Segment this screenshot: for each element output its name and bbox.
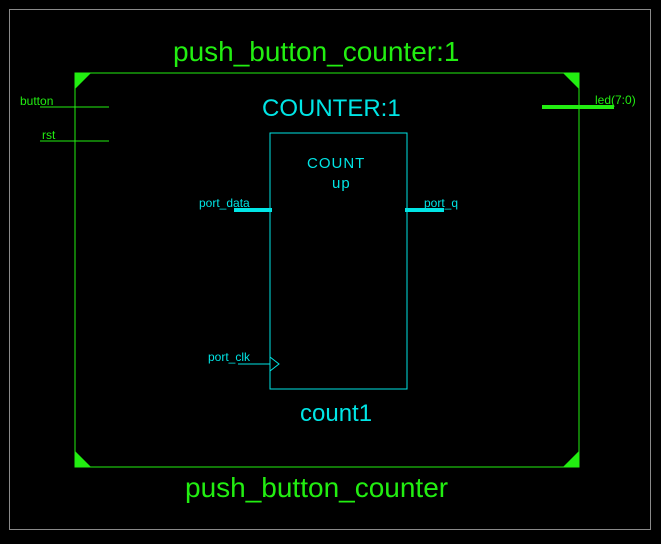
counter-instance-label: COUNTER:1 bbox=[262, 95, 401, 122]
top-module-label: push_button_counter bbox=[185, 472, 449, 503]
port-clk-label[interactable]: port_clk bbox=[208, 350, 251, 364]
led-port-label[interactable]: led(7:0) bbox=[595, 93, 636, 107]
corner-marker-bottom-left bbox=[75, 451, 91, 467]
counter-cell-name: count1 bbox=[300, 400, 373, 427]
counter-block[interactable] bbox=[269, 132, 408, 390]
rst-port-label[interactable]: rst bbox=[42, 128, 56, 142]
corner-marker-top-right bbox=[563, 73, 579, 89]
counter-function-label: COUNT bbox=[307, 155, 366, 172]
port-data-label[interactable]: port_data bbox=[199, 196, 250, 210]
corner-marker-bottom-right bbox=[563, 451, 579, 467]
button-port-label[interactable]: button bbox=[20, 94, 54, 108]
corner-marker-top-left bbox=[75, 73, 91, 89]
port-q-label[interactable]: port_q bbox=[424, 196, 459, 210]
top-module-box[interactable] bbox=[74, 72, 580, 468]
top-instance-label: push_button_counter:1 bbox=[173, 36, 460, 67]
clock-edge-marker bbox=[269, 356, 280, 372]
canvas-frame bbox=[9, 9, 651, 530]
counter-direction-label: up bbox=[332, 175, 351, 192]
